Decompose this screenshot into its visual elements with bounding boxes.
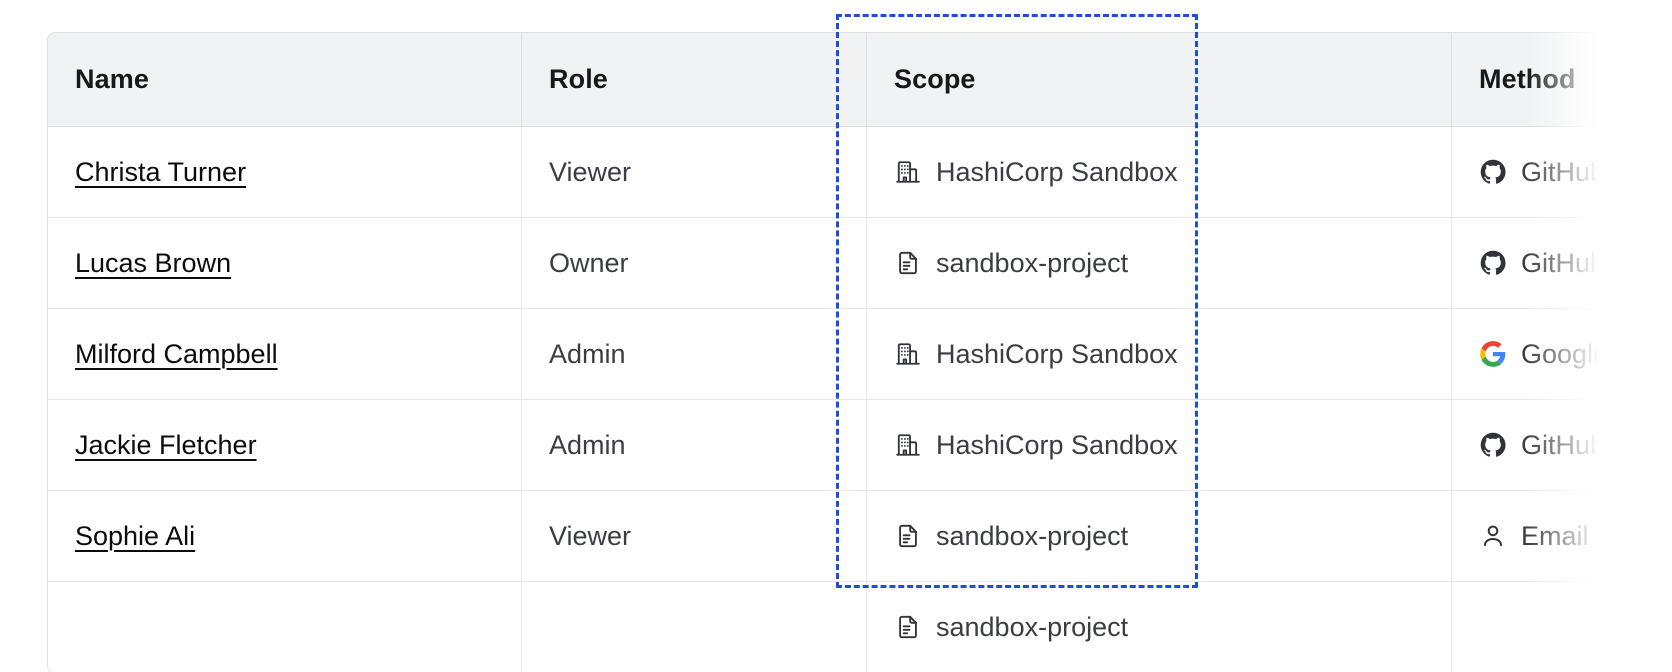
access-table: Name Role Scope Method Christa Turner Vi… [47, 32, 1607, 672]
scope-label: HashiCorp Sandbox [936, 156, 1178, 187]
cell-name: Milford Campbell [48, 309, 522, 400]
github-icon [1479, 158, 1507, 186]
cell-method: GitHub [1452, 127, 1607, 218]
cell-method [1452, 582, 1607, 672]
table-row: sandbox-project [48, 582, 1607, 672]
cell-scope: sandbox-project [867, 491, 1452, 582]
cell-method: GitHub [1452, 218, 1607, 309]
cell-role: Owner [522, 218, 867, 309]
scope-label: HashiCorp Sandbox [936, 338, 1178, 369]
user-name-link[interactable]: Christa Turner [75, 156, 247, 187]
cell-role: Viewer [522, 491, 867, 582]
github-icon [1479, 431, 1507, 459]
project-document-icon [894, 249, 922, 277]
method-label: GitHub [1521, 156, 1606, 187]
cell-name: Lucas Brown [48, 218, 522, 309]
cell-scope: sandbox-project [867, 218, 1452, 309]
column-header-method[interactable]: Method [1452, 33, 1607, 127]
cell-scope: sandbox-project [867, 582, 1452, 672]
project-document-icon [894, 613, 922, 641]
scope-label: HashiCorp Sandbox [936, 429, 1178, 460]
scope-label: sandbox-project [936, 247, 1129, 278]
table-header-row: Name Role Scope Method [48, 33, 1607, 127]
user-name-link[interactable]: Milford Campbell [75, 338, 278, 369]
user-name-link[interactable]: Jackie Fletcher [75, 429, 257, 460]
cell-method: GitHub [1452, 400, 1607, 491]
user-person-icon [1479, 522, 1507, 550]
table-row: Milford Campbell Admin [48, 309, 1607, 400]
table-row: Sophie Ali Viewer sa [48, 491, 1607, 582]
organization-building-icon [894, 158, 922, 186]
cell-name: Christa Turner [48, 127, 522, 218]
screenshot-root: Name Role Scope Method Christa Turner Vi… [47, 14, 1607, 672]
column-header-role[interactable]: Role [522, 33, 867, 127]
method-label: GitHub [1521, 429, 1606, 460]
organization-building-icon [894, 340, 922, 368]
cell-role: Viewer [522, 127, 867, 218]
github-icon [1479, 249, 1507, 277]
column-header-scope[interactable]: Scope [867, 33, 1452, 127]
cell-method: Email [1452, 491, 1607, 582]
method-label: Google [1521, 338, 1607, 369]
cell-role [522, 582, 867, 672]
method-label: Email [1521, 520, 1589, 551]
access-table-scroll-container[interactable]: Name Role Scope Method Christa Turner Vi… [47, 32, 1607, 672]
user-name-link[interactable]: Lucas Brown [75, 247, 232, 278]
cell-scope: HashiCorp Sandbox [867, 127, 1452, 218]
cell-scope: HashiCorp Sandbox [867, 309, 1452, 400]
table-row: Lucas Brown Owner sa [48, 218, 1607, 309]
organization-building-icon [894, 431, 922, 459]
table-row: Christa Turner Viewer [48, 127, 1607, 218]
cell-scope: HashiCorp Sandbox [867, 400, 1452, 491]
method-label: GitHub [1521, 247, 1606, 278]
table-header: Name Role Scope Method [48, 33, 1607, 127]
cell-name [48, 582, 522, 672]
google-icon [1479, 340, 1507, 368]
cell-name: Sophie Ali [48, 491, 522, 582]
cell-role: Admin [522, 309, 867, 400]
cell-method: Google [1452, 309, 1607, 400]
project-document-icon [894, 522, 922, 550]
scope-label: sandbox-project [936, 611, 1129, 642]
scope-label: sandbox-project [936, 520, 1129, 551]
table-row: Jackie Fletcher Admin [48, 400, 1607, 491]
column-header-name[interactable]: Name [48, 33, 522, 127]
user-name-link[interactable]: Sophie Ali [75, 520, 196, 551]
cell-name: Jackie Fletcher [48, 400, 522, 491]
table-body: Christa Turner Viewer [48, 127, 1607, 672]
cell-role: Admin [522, 400, 867, 491]
